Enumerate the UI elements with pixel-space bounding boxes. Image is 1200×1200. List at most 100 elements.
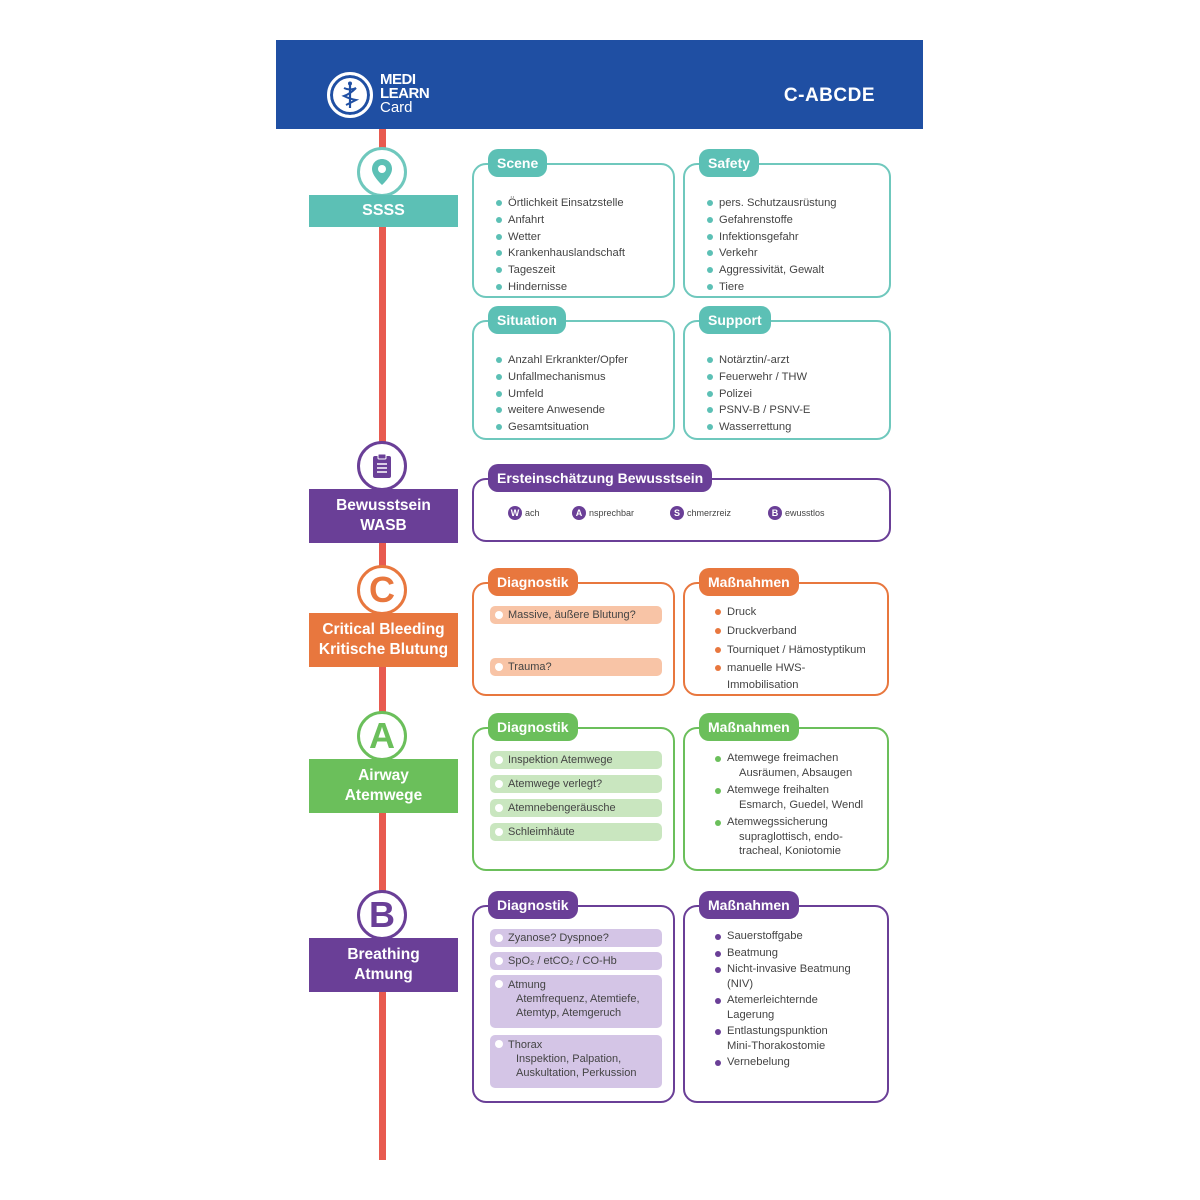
b-massnahmen-item: Lagerung: [715, 1008, 851, 1023]
scene-item: Tageszeit: [496, 262, 625, 279]
scene-item: Krankenhauslandschaft: [496, 245, 625, 262]
a-label: Airway Atemwege: [309, 759, 458, 813]
scene-title: Scene: [488, 149, 548, 177]
safety-item: Infektionsgefahr: [707, 229, 837, 246]
wasb-label-line1: Bewusstsein: [336, 497, 431, 514]
safety-item: Gefahrenstoffe: [707, 212, 837, 229]
scene-item: Hindernisse: [496, 279, 625, 296]
b-massnahmen-item: (NIV): [715, 977, 851, 992]
a-diag-pill: Atemnebengeräusche: [490, 799, 662, 817]
b-letter: B: [369, 894, 395, 935]
wasb-letter-rest: nsprechbar: [589, 508, 635, 518]
b-diag-pill-main: Zyanose? Dyspnoe?: [508, 932, 609, 944]
wasb-box-title: Ersteinschätzung Bewusstsein: [488, 464, 713, 492]
c-massnahmen-title: Maßnahmen: [699, 568, 799, 596]
situation-item: weitere Anwesende: [496, 402, 628, 419]
b-diag-pill: Zyanose? Dyspnoe?: [490, 929, 662, 947]
b-diagnostik-box: Diagnostik Zyanose? Dyspnoe?SpO₂ / etCO₂…: [472, 891, 675, 1103]
b-massnahmen-title: Maßnahmen: [699, 891, 799, 919]
clipboard-icon: [373, 453, 391, 478]
scene-item-text: Örtlichkeit Einsatzstelle: [508, 197, 624, 209]
c-massnahmen-item-text: Immobilisation: [727, 679, 799, 692]
a-massnahmen-item-sub: tracheal, Koniotomie: [739, 845, 841, 857]
a-label-line2: Atemwege: [344, 787, 423, 804]
support-item: Feuerwehr / THW: [707, 369, 810, 386]
b-diag-pill: SpO₂ / etCO₂ / CO-Hb: [490, 952, 662, 970]
c-massnahmen-item-text: Druck: [727, 606, 757, 618]
wasb-letter-badge: A: [572, 506, 586, 520]
a-diagnostik-title: Diagnostik: [488, 713, 578, 741]
safety-item-text: Tiere: [719, 280, 745, 293]
support-title: Support: [699, 306, 771, 334]
c-diag-pill-1-text: Massive, äußere Blutung?: [508, 609, 636, 621]
c-massnahmen-item-text: Tourniquet / Hämostyptikum: [727, 643, 866, 656]
safety-item-text: Infektionsgefahr: [719, 230, 799, 243]
support-item: Wasserrettung: [707, 419, 810, 436]
situation-item-text: Anzahl Erkrankter/Opfer: [508, 354, 629, 366]
b-diag-pill-sub: Atemtyp, Atemgeruch: [516, 1007, 622, 1019]
b-diag-pill-sub: Auskultation, Perkussion: [516, 1067, 637, 1079]
a-massnahmen-title: Maßnahmen: [699, 713, 799, 741]
c-circle: C: [357, 565, 407, 615]
a-massnahmen-item-sub: Esmarch, Guedel, Wendl: [739, 798, 864, 811]
wasb-circle: [357, 441, 407, 491]
b-massnahmen-item-text: Atemerleichternde: [727, 994, 818, 1006]
c-massnahmen-item-text: Druckverband: [727, 624, 797, 637]
a-diag-pill: Schleimhäute: [490, 823, 662, 841]
b-circle: B: [357, 890, 407, 940]
a-label-line1: Airway: [358, 767, 409, 784]
b-massnahmen-item-text: Sauerstoffgabe: [727, 930, 803, 942]
situation-item: Gesamtsituation: [496, 419, 628, 436]
scene-item: Anfahrt: [496, 212, 625, 229]
c-diag-pill-1: Massive, äußere Blutung?: [490, 606, 662, 624]
b-massnahmen-item: Beatmung: [715, 946, 851, 961]
b-label: Breathing Atmung: [309, 938, 458, 992]
situation-item-text: weitere Anwesende: [508, 404, 606, 417]
safety-item-text: Aggressivität, Gewalt: [719, 264, 825, 277]
c-label-line1: Critical Bleeding: [322, 621, 445, 638]
b-label-line2: Atmung: [354, 966, 413, 983]
support-item-text: Feuerwehr / THW: [719, 370, 808, 383]
safety-title: Safety: [699, 149, 760, 177]
c-diagnostik-title: Diagnostik: [488, 568, 578, 596]
b-massnahmen-item: Vernebelung: [715, 1055, 851, 1070]
c-letter: C: [369, 569, 395, 610]
logo-line-3: Card: [380, 99, 413, 116]
b-diag-pill-main: Atmung: [508, 979, 546, 991]
c-abcde-card: MEDI LEARN Card C-ABCDE SSSS Scene Örtli…: [276, 40, 923, 1160]
b-diag-pill-sub: Inspektion, Palpation,: [516, 1053, 622, 1065]
b-massnahmen-item-text: Entlastungspunktion: [727, 1025, 828, 1037]
scene-item: Wetter: [496, 229, 625, 246]
scene-item-text: Tageszeit: [508, 264, 556, 277]
situation-item-text: Unfallmechanismus: [508, 370, 606, 383]
card-header: MEDI LEARN Card C-ABCDE: [276, 40, 923, 129]
safety-item-text: Gefahrenstoffe: [719, 213, 793, 226]
wasb-label-line2: WASB: [360, 517, 407, 534]
medi-learn-logo: [327, 72, 373, 118]
ssss-label-text: SSSS: [362, 202, 405, 219]
b-diag-pill-main: Thorax: [508, 1039, 543, 1051]
c-massnahmen-item: manuelle HWS-: [715, 660, 866, 677]
b-massnahmen-item-text: Vernebelung: [727, 1056, 790, 1068]
wasb-letter-rest: ach: [525, 508, 540, 518]
situation-item: Anzahl Erkrankter/Opfer: [496, 352, 628, 369]
map-pin-icon: [372, 159, 392, 185]
b-massnahmen-item: Atemerleichternde: [715, 993, 851, 1008]
a-massnahmen-item-sub: Ausräumen, Absaugen: [739, 766, 853, 779]
a-diag-pill-text: Atemwege verlegt?: [508, 778, 603, 790]
b-massnahmen-item-text: Mini-Thorakostomie: [727, 1039, 826, 1052]
situation-item-text: Umfeld: [508, 387, 544, 400]
